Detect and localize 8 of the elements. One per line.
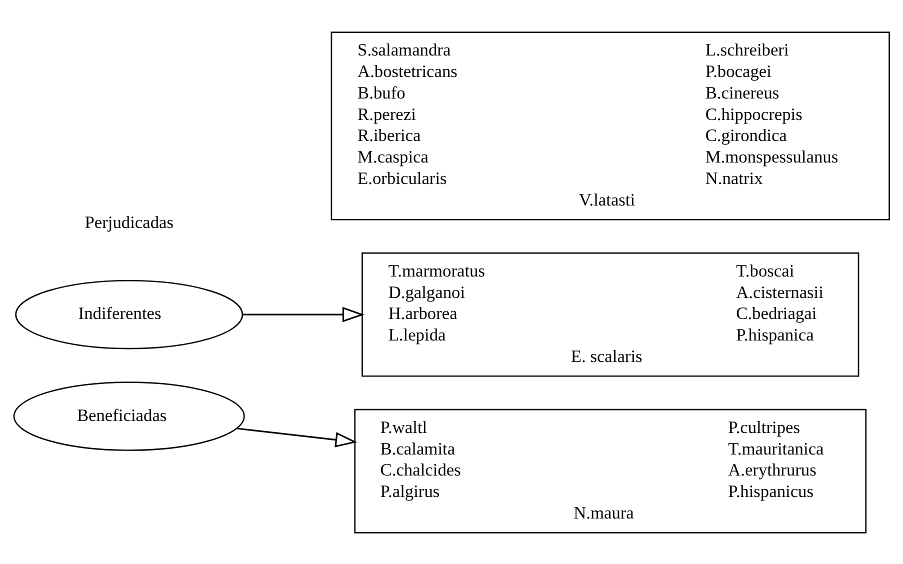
arrow bbox=[237, 427, 358, 447]
node-ellipse: Indiferentes bbox=[15, 279, 244, 349]
arrow bbox=[242, 306, 364, 322]
label: Perjudicadas bbox=[84, 212, 174, 232]
node-box: P.waltl P.cultripes B.calamita T.mauritanica C.chalcides A.erythrurus P.algirus P.hispanicus N.maura bbox=[354, 408, 867, 533]
node-ellipse: Beneficiadas bbox=[13, 381, 245, 450]
node-box: S.salamandra L.schreiberi A.bostetricans P.bocagei B.bufo B.cinereus R.perezi C.hippocrepis R.iberica C.girondica M.caspica M.monspessulanus E.orbicularis N.natrix V.latasti bbox=[330, 31, 890, 220]
node-box: T.marmoratus T.boscai D.galganoi A.cisternasii H.arborea C.bedriagai L.lepida P.hispanica E. scalaris bbox=[362, 252, 860, 376]
